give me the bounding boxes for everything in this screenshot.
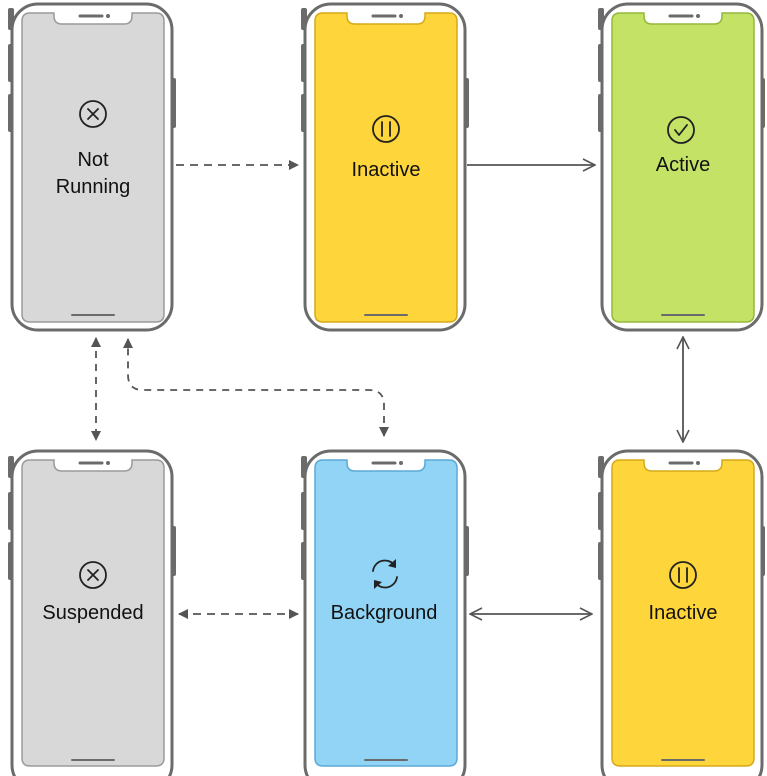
state-label-inactive-top: Inactive — [352, 159, 421, 181]
screen-inactive-top — [314, 12, 458, 323]
screen-suspended — [21, 459, 165, 767]
refresh-cycle-icon — [372, 559, 398, 589]
phone-not-running: Not Running — [8, 2, 176, 332]
pause-circle-icon — [372, 115, 400, 143]
phone-active: Active — [598, 2, 765, 332]
screen-inactive-bottom — [611, 459, 755, 767]
screen-active — [611, 12, 755, 323]
x-circle-icon — [79, 561, 107, 589]
phone-inactive-bottom: Inactive — [598, 449, 765, 776]
screen-background — [314, 459, 458, 767]
phone-suspended: Suspended — [8, 449, 176, 776]
state-label-active: Active — [656, 154, 710, 176]
check-circle-icon — [667, 116, 695, 144]
x-circle-icon — [79, 100, 107, 128]
arrow-background-not-running — [123, 338, 389, 437]
pause-circle-icon — [669, 561, 697, 589]
screen-not-running — [21, 12, 165, 323]
phone-inactive-top: Inactive — [301, 2, 469, 332]
state-label-not: Not — [77, 149, 109, 171]
state-label-running: Running — [56, 176, 131, 198]
state-label-suspended: Suspended — [42, 602, 143, 624]
phone-background: Background — [301, 449, 469, 776]
state-label-inactive-bottom: Inactive — [649, 602, 718, 624]
state-label-background: Background — [331, 602, 438, 624]
